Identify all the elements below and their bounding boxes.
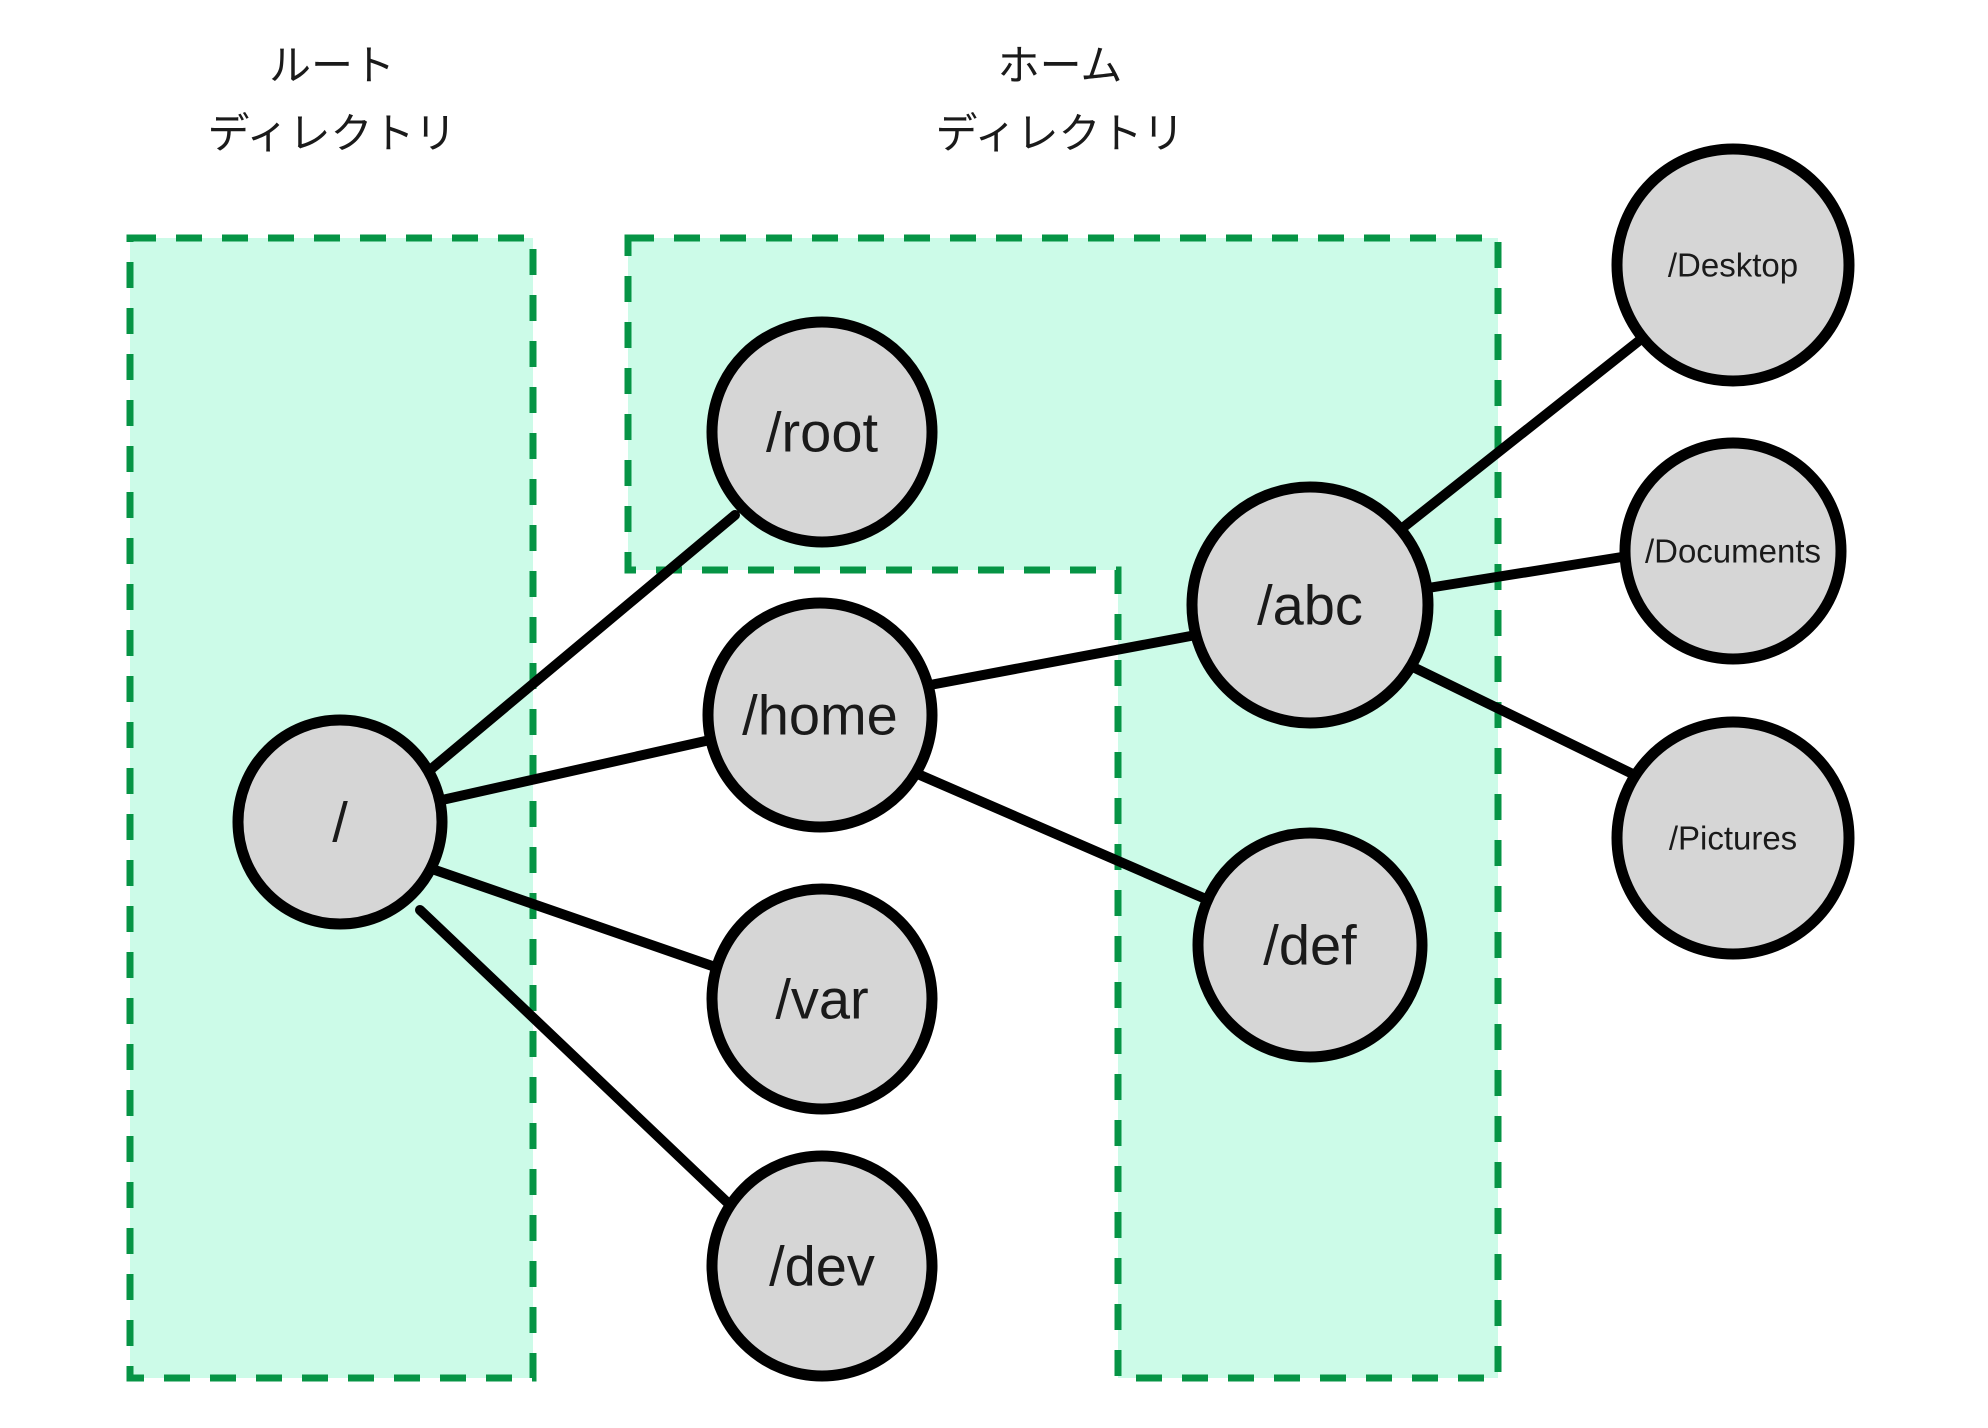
node-dev[interactable]: /dev: [706, 1150, 938, 1382]
node-def[interactable]: /def: [1192, 827, 1428, 1063]
root-directory-caption-line2: ディレクトリ: [207, 110, 456, 157]
node-rootdir-label: /root: [766, 401, 878, 464]
node-var[interactable]: /var: [706, 883, 938, 1115]
node-abc[interactable]: /abc: [1186, 481, 1434, 729]
edge-root-to-rootdir: [425, 510, 740, 775]
node-var-label: /var: [775, 968, 868, 1031]
edge-abc-to-desktop: [1395, 335, 1645, 535]
home-directory-region-border: [624, 234, 1502, 1382]
node-home-label: /home: [742, 684, 898, 747]
node-documents-circle[interactable]: [1619, 437, 1847, 665]
tree-nodes: / /root /home /var /dev /abc: [232, 143, 1855, 1382]
node-root[interactable]: /: [232, 714, 448, 930]
node-abc-circle[interactable]: [1186, 481, 1434, 729]
node-def-label: /def: [1263, 914, 1357, 977]
node-home[interactable]: /home: [702, 597, 938, 833]
root-directory-caption-line1: ルート: [269, 42, 395, 89]
node-root-label: /: [332, 791, 348, 854]
node-desktop-circle[interactable]: [1611, 143, 1855, 387]
root-directory-region-border: [126, 234, 537, 1382]
node-documents[interactable]: /Documents: [1619, 437, 1847, 665]
node-pictures-label: /Pictures: [1669, 820, 1797, 857]
node-desktop-label: /Desktop: [1668, 247, 1798, 284]
node-var-circle[interactable]: [706, 883, 938, 1115]
edge-root-to-var: [430, 865, 723, 973]
edge-abc-to-pictures: [1410, 663, 1650, 785]
edge-home-to-def: [915, 770, 1213, 905]
region-captions: ルート ディレクトリ ホーム ディレクトリ: [207, 42, 1184, 157]
edge-abc-to-documents: [1423, 551, 1633, 593]
node-rootdir-circle[interactable]: [706, 316, 938, 548]
tree-edges: [415, 335, 1650, 1210]
node-root-circle[interactable]: [232, 714, 448, 930]
node-desktop[interactable]: /Desktop: [1611, 143, 1855, 387]
node-pictures[interactable]: /Pictures: [1611, 716, 1855, 960]
edge-root-to-dev: [415, 905, 735, 1210]
edge-root-to-home: [437, 735, 715, 805]
node-dev-label: /dev: [769, 1235, 875, 1298]
node-pictures-circle[interactable]: [1611, 716, 1855, 960]
node-dev-circle[interactable]: [706, 1150, 938, 1382]
node-home-circle[interactable]: [702, 597, 938, 833]
region-borders: [126, 234, 1502, 1382]
edge-home-to-abc: [925, 630, 1201, 690]
home-directory-caption-line2: ディレクトリ: [935, 110, 1184, 157]
node-documents-label: /Documents: [1645, 533, 1821, 570]
node-def-circle[interactable]: [1192, 827, 1428, 1063]
node-rootdir[interactable]: /root: [706, 316, 938, 548]
node-abc-label: /abc: [1257, 574, 1363, 637]
home-directory-caption-line1: ホーム: [998, 42, 1123, 89]
